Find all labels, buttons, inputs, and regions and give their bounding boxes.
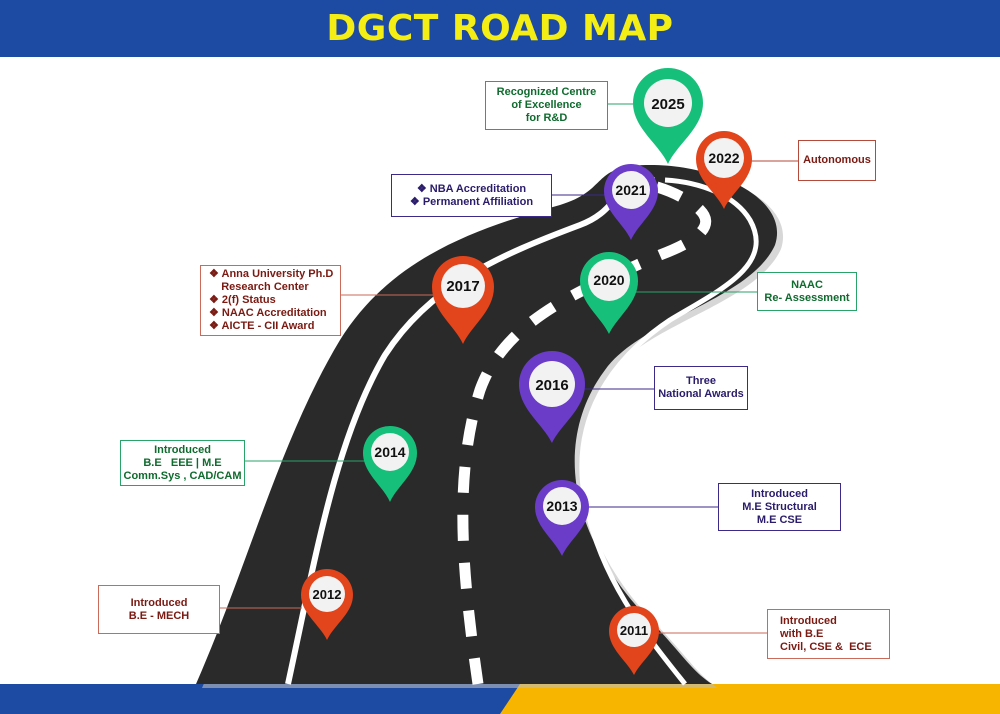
box-2025-line-1: Recognized Centre bbox=[496, 86, 597, 98]
pin-2013: 2013 bbox=[533, 478, 591, 558]
box-2011-line-3: Civil, CSE & ECE bbox=[780, 640, 872, 653]
page-title: DGCT ROAD MAP bbox=[326, 8, 674, 49]
road-surface bbox=[196, 165, 778, 684]
box-2013-line-1: Introduced bbox=[751, 487, 808, 500]
pin-2021: 2021 bbox=[602, 162, 660, 242]
milestone-box-2020: NAAC Re- Assessment bbox=[757, 272, 857, 311]
box-2014-line-1: Introduced bbox=[154, 443, 211, 456]
box-2025-line-3: for R&D bbox=[525, 112, 568, 124]
box-2011-line-1: Introduced bbox=[780, 614, 837, 627]
milestone-box-2021: ❖ NBA Accreditation ❖ Permanent Affiliat… bbox=[391, 174, 552, 217]
box-2025-line-2: of Excellence bbox=[511, 99, 582, 111]
header-bar bbox=[0, 0, 1000, 57]
pin-2021-label: 2021 bbox=[615, 182, 646, 198]
pin-2014: 2014 bbox=[361, 424, 419, 504]
box-2012-line-2: B.E - MECH bbox=[128, 609, 190, 622]
box-2020-line-1: NAAC bbox=[791, 278, 823, 291]
box-2013-line-3: M.E CSE bbox=[756, 513, 803, 526]
box-2013-line-2: M.E Structural bbox=[742, 500, 817, 513]
box-2022-line-1: Autonomous bbox=[803, 154, 871, 166]
pin-2022-label: 2022 bbox=[708, 150, 739, 166]
box-2016-line-2: National Awards bbox=[658, 388, 744, 400]
road-right-edge-line bbox=[579, 177, 759, 686]
box-2014-line-3: Comm.Sys , CAD/CAM bbox=[123, 469, 242, 482]
pin-2022: 2022 bbox=[694, 129, 754, 211]
milestone-box-2022: Autonomous bbox=[798, 140, 876, 181]
road-center-dashes bbox=[457, 179, 712, 685]
pin-2011: 2011 bbox=[607, 605, 661, 677]
footer-yellow-stripe bbox=[500, 684, 1000, 714]
pin-2017: 2017 bbox=[430, 254, 496, 346]
pin-2020-label: 2020 bbox=[593, 272, 624, 288]
pin-2025-label: 2025 bbox=[651, 96, 684, 113]
pin-2013-label: 2013 bbox=[546, 498, 577, 514]
box-2017-line-2: Research Center bbox=[209, 281, 309, 293]
milestone-box-2017: ❖ Anna University Ph.D Research Center ❖… bbox=[200, 265, 341, 336]
milestone-box-2012: Introduced B.E - MECH bbox=[98, 585, 220, 634]
pin-2012-label: 2012 bbox=[313, 587, 342, 602]
box-2021-line-1: ❖ NBA Accreditation bbox=[416, 182, 527, 195]
box-2017-line-1: ❖ Anna University Ph.D bbox=[209, 268, 334, 280]
pin-2016-label: 2016 bbox=[535, 377, 568, 394]
milestone-box-2013: Introduced M.E Structural M.E CSE bbox=[718, 483, 841, 531]
box-2016-line-1: Three bbox=[686, 375, 716, 387]
box-2012-line-1: Introduced bbox=[130, 596, 188, 609]
pin-2014-label: 2014 bbox=[374, 444, 405, 460]
milestone-box-2011: Introduced with B.E Civil, CSE & ECE bbox=[767, 609, 890, 659]
pin-2025: 2025 bbox=[631, 66, 705, 166]
box-2014-line-2: B.E EEE | M.E bbox=[143, 456, 222, 469]
box-2017-line-4: ❖ NAAC Accreditation bbox=[209, 307, 327, 319]
milestone-box-2014: Introduced B.E EEE | M.E Comm.Sys , CAD/… bbox=[120, 440, 245, 486]
box-2011-line-2: with B.E bbox=[780, 627, 824, 640]
pin-2016: 2016 bbox=[517, 349, 587, 445]
milestone-box-2025: Recognized Centre of Excellence for R&D bbox=[485, 81, 608, 130]
pin-2011-label: 2011 bbox=[620, 623, 648, 638]
box-2017-line-3: ❖ 2(f) Status bbox=[209, 294, 276, 306]
road-left-edge-line bbox=[285, 177, 656, 685]
box-2021-line-2: ❖ Permanent Affiliation bbox=[409, 195, 534, 208]
box-2017-line-5: ❖ AICTE - CII Award bbox=[209, 320, 315, 332]
box-2020-line-2: Re- Assessment bbox=[764, 291, 850, 304]
pin-2017-label: 2017 bbox=[446, 278, 479, 295]
pin-2020: 2020 bbox=[578, 250, 640, 336]
pin-2012: 2012 bbox=[299, 568, 355, 642]
milestone-box-2016: Three National Awards bbox=[654, 366, 748, 410]
